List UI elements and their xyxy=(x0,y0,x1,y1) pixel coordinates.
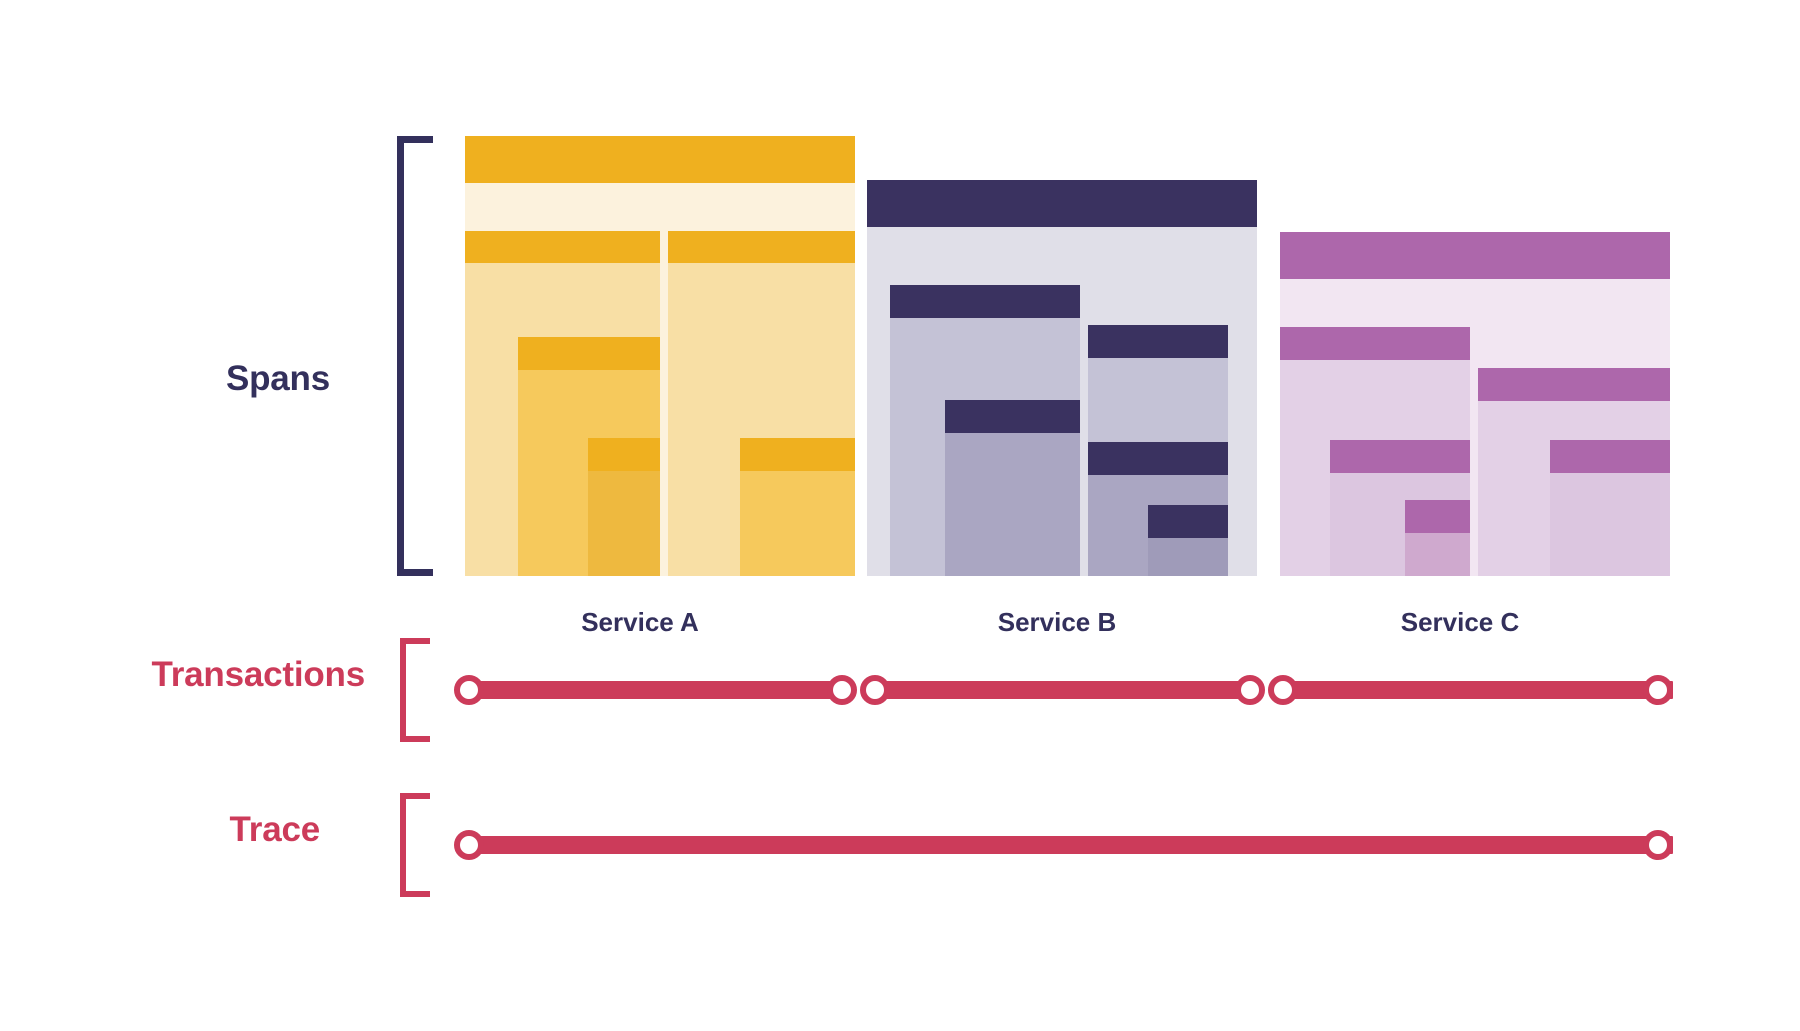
spans-area xyxy=(465,136,1670,576)
transaction-a-start-dot xyxy=(454,675,484,705)
span-header-bar xyxy=(1280,327,1470,360)
span-header-bar xyxy=(668,231,855,263)
span-header-bar xyxy=(588,438,660,471)
span-block xyxy=(945,400,1080,576)
span-header-bar xyxy=(1148,505,1228,538)
span-block xyxy=(740,438,855,576)
transaction-service-b xyxy=(870,681,1245,699)
span-header-bar xyxy=(890,285,1080,318)
spans-bracket xyxy=(397,136,433,576)
span-block xyxy=(1405,500,1470,576)
span-header-bar xyxy=(1405,500,1470,533)
transaction-service-c xyxy=(1278,681,1673,699)
span-block xyxy=(588,438,660,576)
service-name-label: Service C xyxy=(1400,607,1520,637)
span-header-bar xyxy=(740,438,855,471)
span-block xyxy=(1148,505,1228,576)
transaction-c-end-dot xyxy=(1643,675,1673,705)
transaction-b-end-dot xyxy=(1235,675,1265,705)
span-header-bar xyxy=(1478,368,1670,401)
span-header-bar xyxy=(1330,440,1470,473)
span-header-bar xyxy=(1088,325,1228,358)
span-header-bar xyxy=(465,231,660,263)
span-header-bar xyxy=(867,180,1257,227)
span-header-bar xyxy=(1280,232,1670,279)
trace-line xyxy=(464,836,1673,854)
span-header-bar xyxy=(465,136,855,183)
transactions-bracket xyxy=(400,638,430,742)
transactions-row-label: Transactions xyxy=(151,655,365,694)
span-header-bar xyxy=(1088,442,1228,475)
transaction-a-end-dot xyxy=(827,675,857,705)
trace-row-label: Trace xyxy=(229,810,321,849)
span-header-bar xyxy=(945,400,1080,433)
service-name-label: Service A xyxy=(581,607,699,637)
transaction-c-start-dot xyxy=(1268,675,1298,705)
transaction-service-a xyxy=(464,681,837,699)
trace-end-dot xyxy=(1643,830,1673,860)
trace-bracket xyxy=(400,793,430,897)
span-header-bar xyxy=(518,337,660,370)
service-name-label: Service B xyxy=(997,607,1117,637)
trace-start-dot xyxy=(454,830,484,860)
spans-row-label: Spans xyxy=(225,359,330,398)
span-block xyxy=(1550,440,1670,576)
transaction-b-start-dot xyxy=(860,675,890,705)
span-header-bar xyxy=(1550,440,1670,473)
